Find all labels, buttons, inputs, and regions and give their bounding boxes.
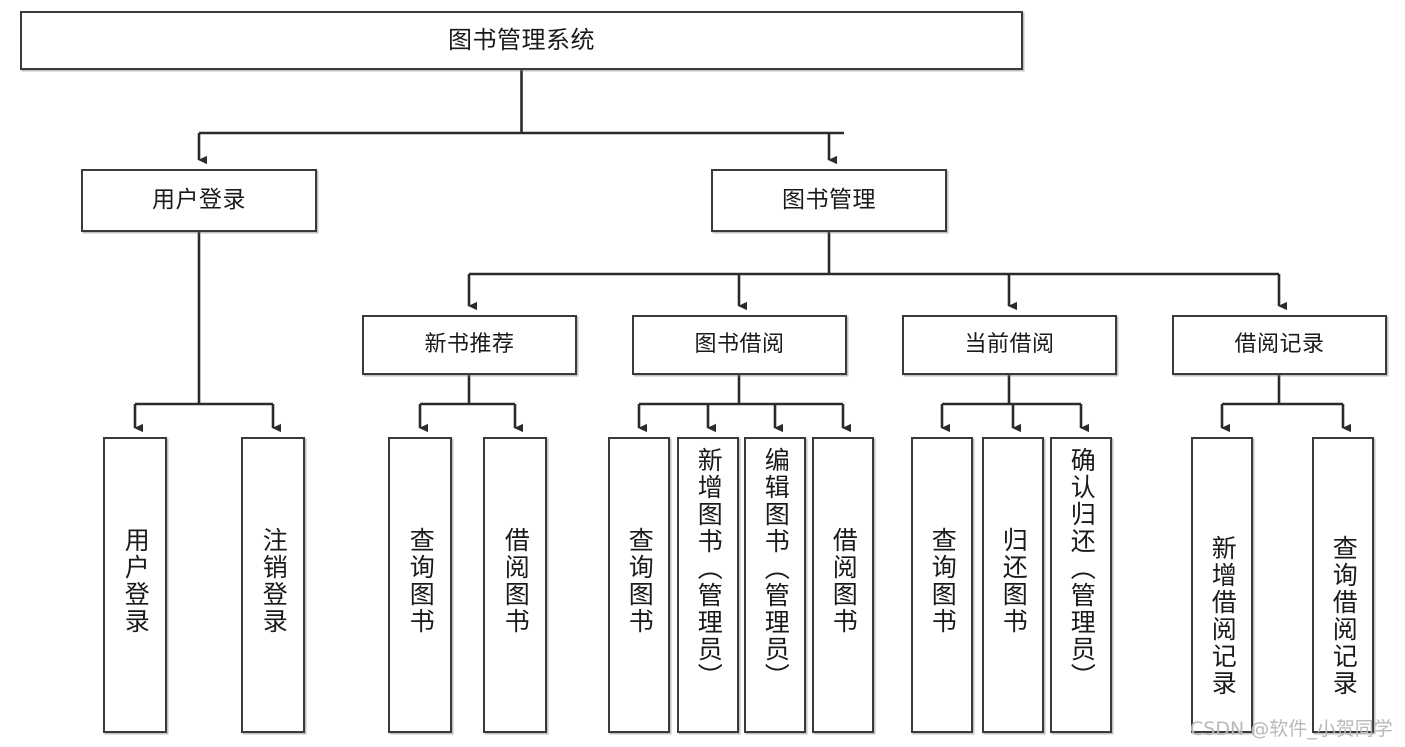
node-user-login[interactable]: 用户登录 <box>81 169 317 232</box>
node-leaf-query-book-current[interactable]: 查询图书 <box>911 437 973 733</box>
node-leaf-borrow-book[interactable]: 借阅图书 <box>812 437 874 733</box>
node-label: 图书管理系统 <box>448 26 595 55</box>
node-label: 编辑图书（管理员） <box>761 447 791 690</box>
node-label: 归还图书 <box>999 527 1029 635</box>
node-label: 用户登录 <box>121 527 151 635</box>
node-label: 新书推荐 <box>424 332 515 358</box>
node-leaf-query-borrow-record[interactable]: 查询借阅记录 <box>1312 437 1374 733</box>
node-label: 查询图书 <box>406 527 436 635</box>
node-leaf-user-logout[interactable]: 注销登录 <box>241 437 305 733</box>
node-label: 图书借阅 <box>694 332 785 358</box>
node-book-borrow[interactable]: 图书借阅 <box>632 315 847 375</box>
node-label: 当前借阅 <box>964 332 1055 358</box>
node-label: 查询图书 <box>928 527 958 635</box>
node-label: 用户登录 <box>152 186 246 213</box>
node-leaf-add-book-admin[interactable]: 新增图书（管理员） <box>677 437 739 733</box>
node-label: 查询图书 <box>625 527 655 635</box>
csdn-watermark: CSDN @软件_小贺同学 <box>1190 718 1393 740</box>
node-leaf-query-book-borrow[interactable]: 查询图书 <box>608 437 670 733</box>
node-root-system[interactable]: 图书管理系统 <box>20 11 1023 70</box>
node-label: 新增图书（管理员） <box>694 447 724 690</box>
node-label: 图书管理 <box>782 186 876 213</box>
node-leaf-confirm-return-admin[interactable]: 确认归还（管理员） <box>1050 437 1112 733</box>
node-label: 查询借阅记录 <box>1329 535 1359 697</box>
node-borrow-record[interactable]: 借阅记录 <box>1172 315 1387 375</box>
node-new-book-recommend[interactable]: 新书推荐 <box>362 315 577 375</box>
node-leaf-edit-book-admin[interactable]: 编辑图书（管理员） <box>744 437 806 733</box>
node-label: 新增借阅记录 <box>1208 535 1238 697</box>
node-leaf-return-book[interactable]: 归还图书 <box>982 437 1044 733</box>
node-label: 借阅图书 <box>829 527 859 635</box>
node-label: 确认归还（管理员） <box>1067 447 1097 690</box>
node-leaf-query-book-recommend[interactable]: 查询图书 <box>388 437 452 733</box>
node-leaf-add-borrow-record[interactable]: 新增借阅记录 <box>1191 437 1253 733</box>
node-label: 注销登录 <box>259 527 289 635</box>
node-book-manage[interactable]: 图书管理 <box>711 169 947 232</box>
node-leaf-user-login[interactable]: 用户登录 <box>103 437 167 733</box>
node-label: 借阅记录 <box>1234 332 1325 358</box>
node-current-borrow[interactable]: 当前借阅 <box>902 315 1117 375</box>
node-leaf-borrow-book-recommend[interactable]: 借阅图书 <box>483 437 547 733</box>
node-label: 借阅图书 <box>501 527 531 635</box>
